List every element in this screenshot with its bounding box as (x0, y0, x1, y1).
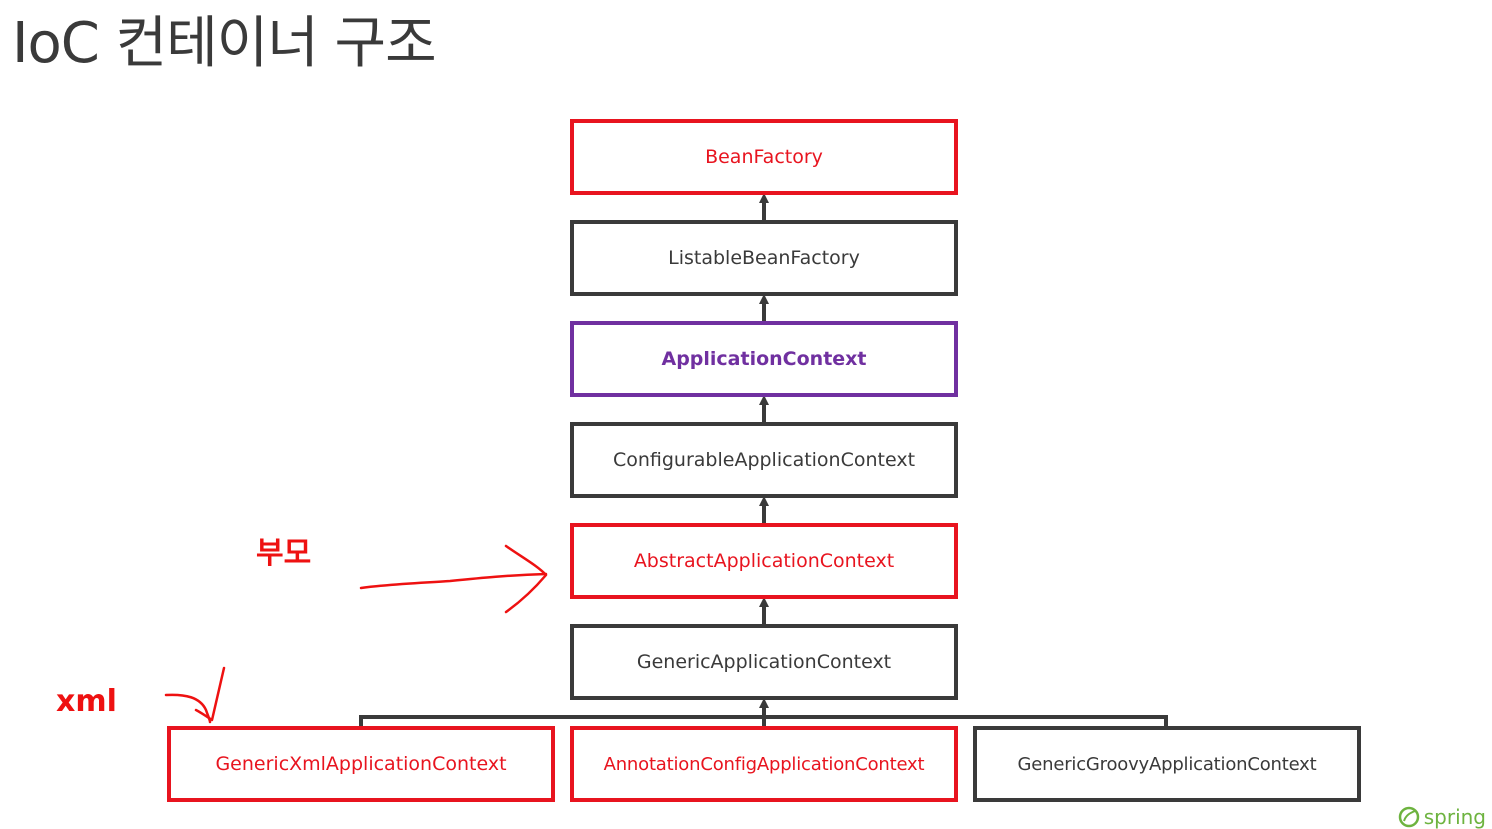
node-bean-factory: BeanFactory (570, 119, 958, 195)
node-abstract-application-context-label: AbstractApplicationContext (633, 550, 895, 572)
node-generic-xml-application-context: GenericXmlApplicationContext (167, 726, 555, 802)
node-generic-xml-application-context-label: GenericXmlApplicationContext (215, 753, 507, 775)
node-annotation-config-application-context-label: AnnotationConfigApplicationContext (603, 753, 925, 775)
node-listable-bean-factory-label: ListableBeanFactory (668, 247, 860, 269)
node-generic-groovy-application-context: GenericGroovyApplicationContext (973, 726, 1361, 802)
handdrawn-arrowhead-to-abstract (504, 544, 548, 614)
annotation-xml-label: xml (56, 684, 117, 719)
node-generic-application-context: GenericApplicationContext (570, 624, 958, 700)
node-application-context: ApplicationContext (570, 321, 958, 397)
handdrawn-arrow-to-xml-node (164, 693, 212, 724)
node-annotation-config-application-context: AnnotationConfigApplicationContext (570, 726, 958, 802)
node-application-context-label: ApplicationContext (661, 348, 867, 370)
node-configurable-application-context: ConfigurableApplicationContext (570, 422, 958, 498)
annotation-parent-label: 부모 (256, 536, 312, 571)
node-abstract-application-context: AbstractApplicationContext (570, 523, 958, 599)
handdrawn-arrow-to-abstract (359, 572, 548, 590)
node-generic-groovy-application-context-label: GenericGroovyApplicationContext (1017, 753, 1317, 775)
node-configurable-application-context-label: ConfigurableApplicationContext (612, 449, 916, 471)
spring-logo: spring (1398, 805, 1486, 829)
node-bean-factory-label: BeanFactory (705, 146, 823, 168)
node-generic-application-context-label: GenericApplicationContext (636, 651, 892, 673)
spring-logo-text: spring (1423, 805, 1486, 829)
handdrawn-arrowhead-to-xml-node (194, 666, 226, 722)
node-listable-bean-factory: ListableBeanFactory (570, 220, 958, 296)
page-title: IoC 컨테이너 구조 (12, 11, 437, 76)
